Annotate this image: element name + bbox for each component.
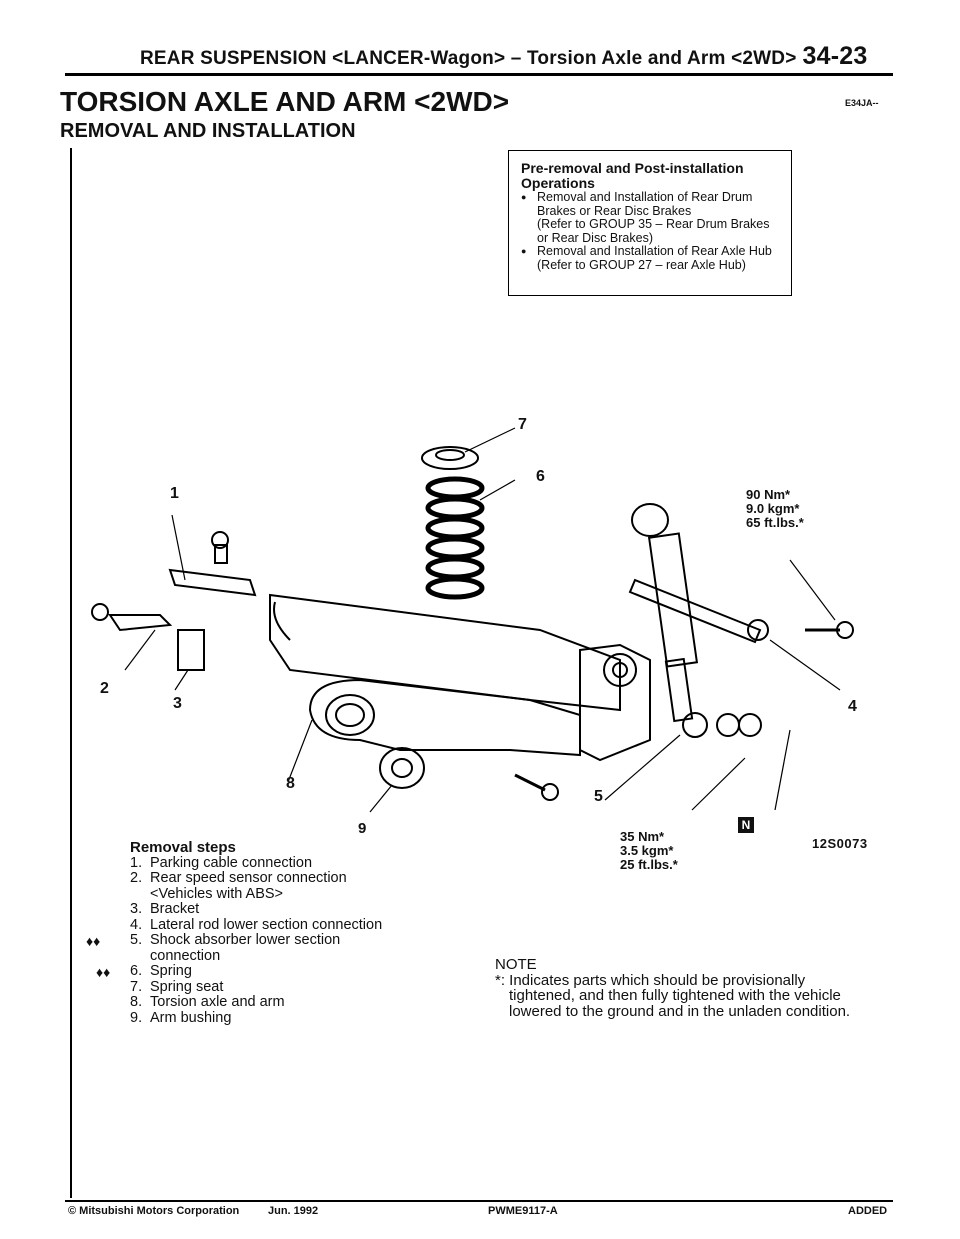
figure-code: 12S0073 <box>812 836 868 851</box>
page-title: TORSION AXLE AND ARM <2WD> <box>60 86 510 117</box>
page-header: REAR SUSPENSION <LANCER-Wagon> – Torsion… <box>140 42 867 71</box>
section-code: E34JA-- <box>845 98 879 108</box>
pre-removal-ref: (Refer to GROUP 27 – rear Axle Hub) <box>537 257 746 272</box>
footer-status: ADDED <box>848 1205 888 1217</box>
callout-6: 6 <box>536 468 545 485</box>
note-text: *: Indicates parts which should be provi… <box>495 971 851 1020</box>
parking-cable <box>168 568 257 597</box>
torsion-beam <box>269 593 621 712</box>
nut <box>738 713 762 737</box>
shock-absorber <box>631 503 708 738</box>
step-item: 9.Arm bushing <box>130 1009 232 1026</box>
lateral-rod <box>628 578 762 644</box>
note-block: NOTE *: Indicates parts which should be … <box>495 957 875 1019</box>
step-item: 5.Shock absorber lower section <box>130 932 341 948</box>
pre-removal-box: Pre-removal and Post-installation Operat… <box>508 150 792 296</box>
footer-rule <box>65 1200 893 1202</box>
step-item: connection <box>150 947 221 964</box>
step-item: 8.Torsion axle and arm <box>130 994 285 1010</box>
suspension-illustration <box>91 427 854 813</box>
service-marker-6: ♦♦ <box>96 964 111 980</box>
footer-doc-code: PWME9117-A <box>488 1205 558 1217</box>
arm-bushing <box>379 747 425 789</box>
step-item: 1.Parking cable connection <box>130 854 313 871</box>
header-rule <box>65 73 893 76</box>
step-item: 2.Rear speed sensor connection <box>130 870 347 886</box>
section-subtitle: REMOVAL AND INSTALLATION <box>60 120 356 142</box>
coil-spring <box>425 476 485 600</box>
pre-removal-item: Removal and Installation of Rear Drum Br… <box>521 190 783 218</box>
callout-8: 8 <box>286 775 295 792</box>
hub-knuckle <box>579 643 651 762</box>
bracket <box>177 629 205 671</box>
callout-7: 7 <box>518 416 527 433</box>
note-label: NOTE <box>495 956 537 973</box>
callout-5: 5 <box>594 788 603 805</box>
footer-copyright: © Mitsubishi Motors Corporation <box>68 1205 240 1217</box>
step-item: 4.Lateral rod lower section connection <box>130 916 383 933</box>
washer <box>716 713 740 737</box>
trailing-arm <box>308 678 581 757</box>
callout-1: 1 <box>170 485 179 502</box>
pre-removal-title: Pre-removal and Post-installation Operat… <box>521 160 744 191</box>
callout-2: 2 <box>100 680 109 697</box>
callout-9: 9 <box>358 820 367 837</box>
removal-steps-title: Removal steps <box>130 839 236 856</box>
service-marker-5: ♦♦ <box>86 933 101 949</box>
step-item: 6.Spring <box>130 963 192 979</box>
pre-removal-item: Removal and Installation of Rear Axle Hu… <box>521 244 783 259</box>
header-text: REAR SUSPENSION <LANCER-Wagon> – Torsion… <box>140 48 797 69</box>
spring-seat <box>421 446 479 470</box>
bolt-upper <box>214 544 228 564</box>
n-badge: N <box>738 817 754 833</box>
page-number: 34-23 <box>802 42 868 70</box>
callout-4: 4 <box>848 698 857 715</box>
margin-rule <box>70 148 72 1198</box>
callout-3: 3 <box>173 695 182 712</box>
step-item: 7.Spring seat <box>130 978 224 995</box>
removal-steps: Removal steps 1.Parking cable connection… <box>130 840 382 1026</box>
footer-date: Jun. 1992 <box>268 1205 319 1217</box>
pre-removal-ref: (Refer to GROUP 35 – Rear Drum Brakes or… <box>537 217 770 245</box>
step-item: <Vehicles with ABS> <box>150 885 283 902</box>
torque-spec-upper: 90 Nm* 9.0 kgm* 65 ft.lbs.* <box>746 487 804 530</box>
speed-sensor <box>108 614 173 632</box>
step-item: 3.Bracket <box>130 901 200 917</box>
exploded-diagram: 1 2 3 4 5 6 7 8 9 90 Nm* 9.0 kgm* 65 ft.… <box>60 380 900 837</box>
torque-spec-lower: 35 Nm* 3.5 kgm* 25 ft.lbs.* <box>620 829 678 872</box>
